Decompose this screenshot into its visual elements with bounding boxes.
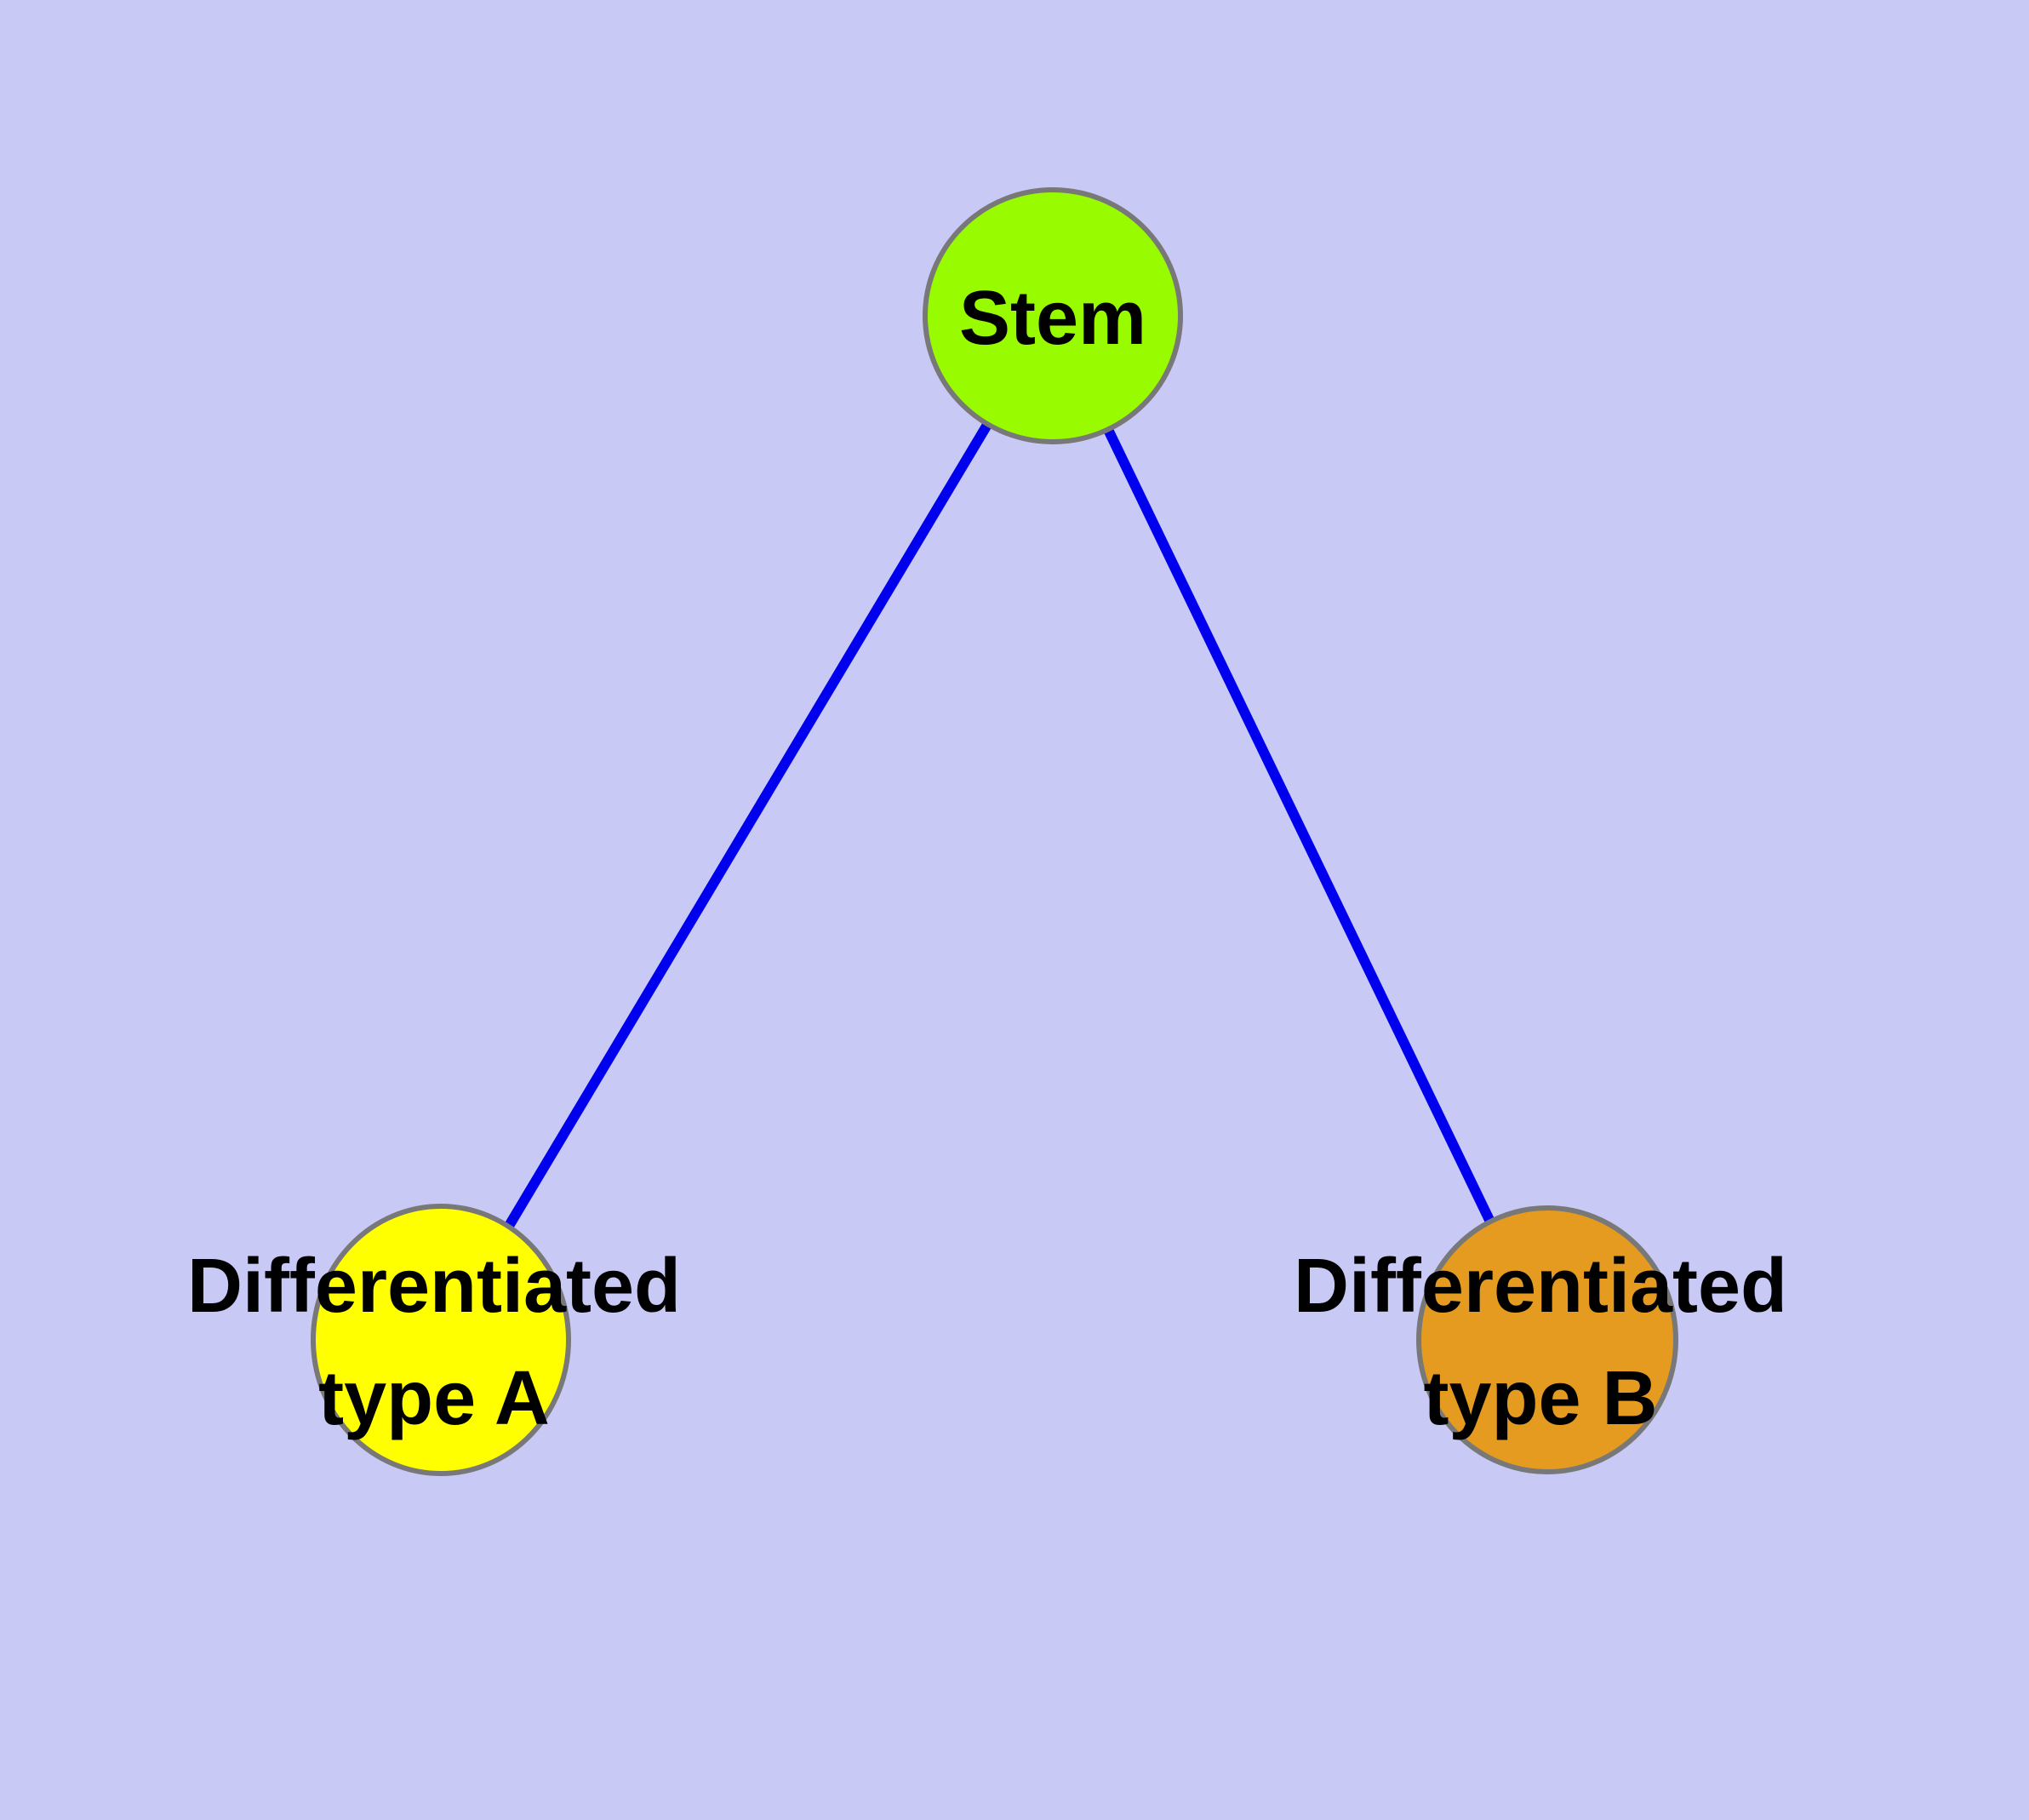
- node-type-a-circle: [311, 1204, 571, 1476]
- edge-stem-to-type-a: [436, 310, 1058, 1345]
- node-type-b-label-line1: Differentiated: [1294, 1244, 1787, 1329]
- node-stem-label: Stem: [959, 276, 1146, 361]
- node-type-a-label-line2: type A: [318, 1356, 550, 1441]
- node-type-b-circle: [1416, 1205, 1678, 1474]
- edge-stem-to-type-b: [1048, 310, 1552, 1345]
- node-type-b-label-line2: type B: [1423, 1356, 1657, 1441]
- node-stem-circle: [923, 187, 1183, 444]
- node-type-a-label-line1: Differentiated: [187, 1244, 681, 1329]
